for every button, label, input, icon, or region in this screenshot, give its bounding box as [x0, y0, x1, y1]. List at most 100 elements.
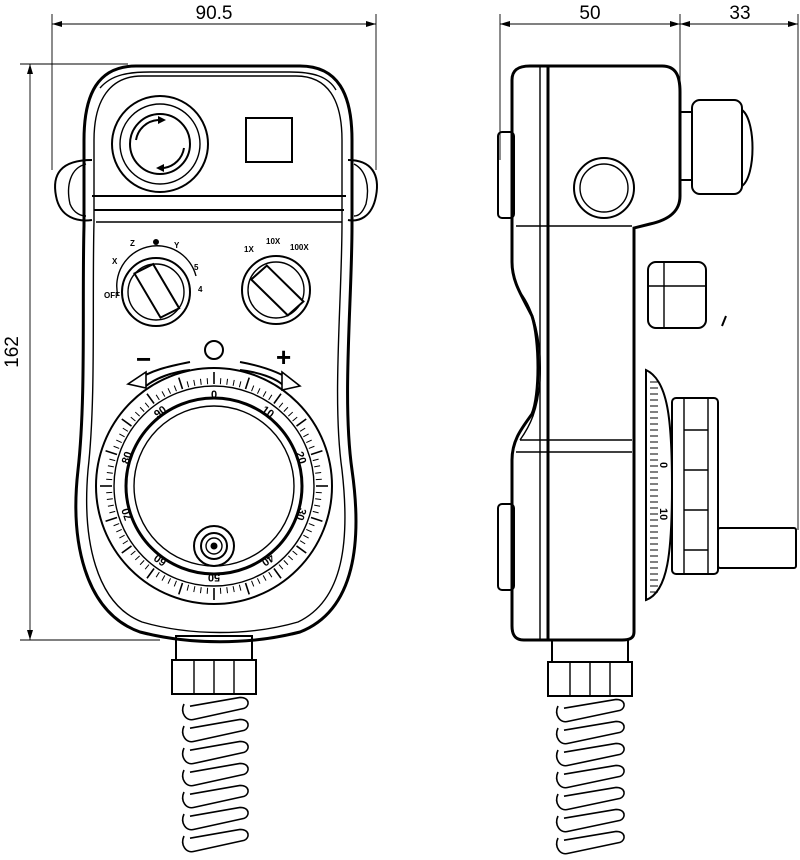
front-height-label: 162: [2, 336, 23, 368]
cable-coil: [555, 698, 625, 723]
cable-coil: [181, 784, 249, 809]
handwheel-tick: [116, 528, 122, 533]
handwheel-tick: [199, 587, 202, 594]
handwheel-tick: [288, 411, 294, 417]
front-housing: [74, 64, 358, 644]
cable-coil: [555, 808, 625, 833]
handwheel-scale-label: 80: [120, 450, 135, 465]
handwheel-tick: [199, 378, 202, 385]
handwheel-tick: [122, 540, 129, 545]
axis-label-y: Y: [174, 241, 180, 250]
handwheel-tick: [109, 458, 116, 462]
handwheel-tick: [106, 498, 113, 501]
handwheel-tick: [226, 378, 229, 385]
handwheel-tick: [278, 402, 284, 408]
handwheel-tick: [232, 379, 235, 386]
enable-button[interactable]: [245, 117, 293, 163]
handwheel-tick: [251, 580, 255, 587]
axis-label-off: OFF: [104, 291, 120, 300]
handwheel-tick: [155, 571, 160, 578]
jog-minus-label: −: [136, 344, 151, 374]
cable-coil: [181, 740, 249, 765]
handwheel-tick: [268, 571, 273, 578]
handwheel-tick: [278, 564, 284, 570]
handwheel-tick: [122, 427, 129, 432]
axis-label-z: Z: [130, 239, 135, 248]
handwheel-tick: [113, 445, 120, 449]
handwheel-scale-label: 20: [293, 450, 308, 465]
handwheel-tick: [173, 580, 177, 587]
handwheel-tick: [314, 465, 321, 468]
side-back-grip-bottom: [497, 503, 515, 591]
handwheel-tick: [134, 555, 140, 561]
cable-coil: [181, 828, 249, 853]
side-scale-label-10: 10: [657, 508, 669, 520]
jog-center-mark: [204, 340, 224, 360]
cable-coil: [181, 718, 249, 743]
handwheel-tick: [244, 377, 250, 390]
handwheel-crank-knob[interactable]: [193, 525, 235, 567]
cable-coil: [555, 830, 625, 855]
handwheel-tick: [232, 586, 235, 593]
handwheel-tick: [244, 582, 250, 595]
handwheel-tick: [116, 439, 122, 444]
handwheel-tick: [256, 578, 261, 584]
handwheel-scale-label: 70: [120, 506, 135, 521]
axis-selector-knob[interactable]: [116, 245, 197, 327]
cable-coil: [181, 806, 249, 831]
front-cable-gland: [171, 635, 257, 695]
handwheel-tick-ring: [100, 372, 328, 600]
handwheel-tick: [119, 433, 125, 438]
handwheel-tick: [130, 550, 136, 556]
step-label-100x: 100X: [290, 243, 309, 252]
cable-coil: [555, 720, 625, 745]
emergency-stop-button[interactable]: [111, 95, 209, 193]
handwheel-tick: [109, 510, 116, 514]
left-grip: [54, 159, 93, 222]
handwheel-scale-label: 0: [211, 389, 217, 401]
handwheel-tick: [273, 568, 282, 579]
handwheel-tick: [251, 385, 255, 392]
handwheel-tick: [193, 379, 196, 386]
side-wheel-depth-label: 33: [729, 3, 750, 24]
handwheel-tick: [146, 393, 155, 404]
handwheel-tick: [262, 575, 267, 581]
handwheel-tick: [256, 388, 261, 394]
handwheel-tick: [161, 391, 166, 397]
right-grip: [347, 159, 378, 222]
handwheel-tick: [238, 584, 242, 591]
jog-plus-label: +: [276, 342, 291, 372]
handwheel-tick: [288, 555, 294, 561]
handwheel-tick: [299, 540, 306, 545]
handwheel-tick: [193, 586, 196, 593]
handwheel-tick: [238, 381, 242, 388]
handwheel-tick: [315, 471, 322, 474]
handwheel-tick: [308, 445, 315, 449]
handwheel-tick: [121, 545, 132, 554]
handwheel-tick: [186, 584, 190, 591]
handwheel-tick: [134, 411, 140, 417]
handwheel-tick: [308, 523, 315, 527]
handwheel-scale-label: 40: [259, 551, 276, 568]
handwheel-tick: [144, 402, 150, 408]
side-scale-label-0: 0: [657, 462, 669, 468]
side-housing: [510, 64, 682, 642]
handwheel-scale-label: 30: [293, 506, 308, 521]
handwheel-tick: [292, 550, 298, 556]
handwheel-tick: [283, 406, 289, 412]
side-coiled-cable: [555, 698, 625, 855]
handwheel-tick: [306, 528, 312, 533]
side-view: 0 10: [497, 64, 797, 855]
handwheel-tick: [161, 575, 166, 581]
handwheel-tick: [113, 523, 120, 527]
handwheel-tick: [178, 377, 184, 390]
handwheel-tick: [262, 391, 267, 397]
step-selector-knob[interactable]: [241, 255, 311, 325]
cable-coil: [555, 742, 625, 767]
handwheel-tick: [178, 582, 184, 595]
handwheel-tick: [226, 587, 229, 594]
handwheel-tick: [310, 450, 323, 456]
handwheel-tick: [167, 388, 172, 394]
